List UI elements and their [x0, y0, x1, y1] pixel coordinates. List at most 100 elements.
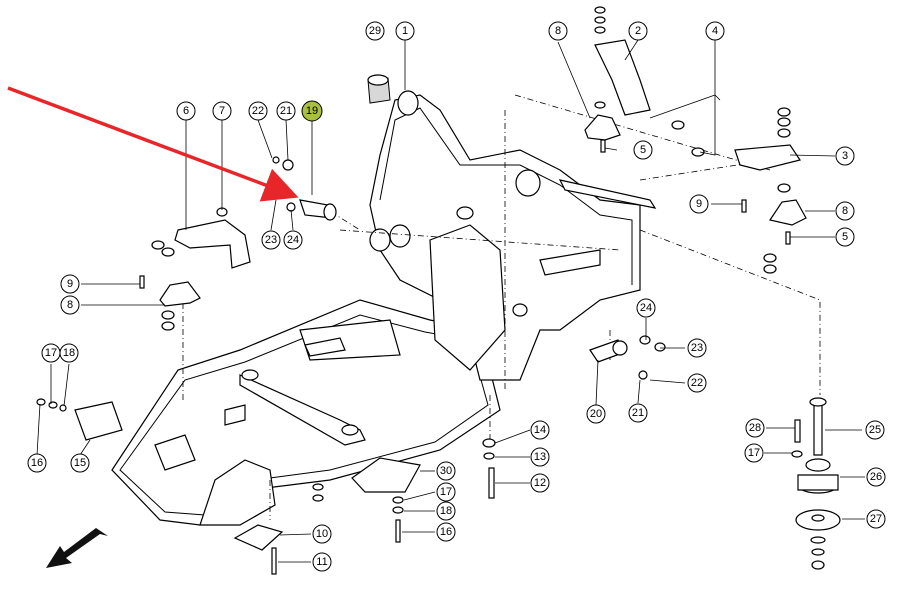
callout-16: 16: [27, 453, 47, 473]
callout-label: 29: [369, 25, 381, 37]
callout-24: 24: [283, 230, 303, 250]
direction-arrow-icon: [46, 528, 108, 568]
callout-label: 18: [440, 505, 452, 517]
callout-label: 28: [749, 422, 761, 434]
callout-circle: [866, 467, 886, 487]
callout-circle: [530, 447, 550, 467]
callout-label: 13: [534, 451, 546, 463]
callout-circle: [636, 298, 656, 318]
callout-29: 29: [365, 21, 385, 41]
callout-label: 9: [67, 278, 73, 290]
callout-circle: [59, 343, 79, 363]
callout-circle: [276, 101, 296, 121]
callout-23: 23: [261, 230, 281, 250]
callout-label: 26: [870, 471, 882, 483]
callout-circle: [27, 453, 47, 473]
callout-circle: [687, 373, 707, 393]
callout-5: 5: [633, 140, 653, 160]
callout-circle: [835, 146, 855, 166]
callout-circle: [312, 552, 332, 572]
callout-17: 17: [436, 482, 456, 502]
callout-circle: [365, 21, 385, 41]
callout-circle: [176, 101, 196, 121]
callout-label: 2: [635, 25, 641, 37]
callout-circle: [687, 338, 707, 358]
callout-circle: [530, 420, 550, 440]
callout-circle: [548, 21, 568, 41]
callout-label: 24: [640, 302, 652, 314]
callout-label: 30: [440, 465, 452, 477]
callout-circle: [312, 524, 332, 544]
callout-label: 27: [870, 513, 882, 525]
callout-3: 3: [835, 146, 855, 166]
callout-circle: [436, 461, 456, 481]
callout-circle: [261, 230, 281, 250]
callout-19: 19: [301, 100, 323, 122]
callout-14: 14: [530, 420, 550, 440]
callout-circle: [301, 100, 323, 122]
callout-5: 5: [835, 227, 855, 247]
callout-label: 3: [842, 150, 848, 162]
callout-circle: [633, 140, 653, 160]
callout-label: 16: [31, 457, 43, 469]
callout-label: 20: [590, 408, 602, 420]
callout-10: 10: [312, 524, 332, 544]
callout-13: 13: [530, 447, 550, 467]
callout-label: 5: [842, 231, 848, 243]
callout-label: 23: [265, 234, 277, 246]
red-pointer-arrow: [7, 86, 299, 202]
callout-label: 6: [183, 105, 189, 117]
callout-label: 15: [74, 457, 86, 469]
callout-label: 18: [63, 347, 75, 359]
callout-15: 15: [70, 453, 90, 473]
leader-lines: [36, 39, 865, 563]
callout-9: 9: [689, 194, 709, 214]
callout-20: 20: [586, 404, 606, 424]
callout-label: 17: [45, 347, 57, 359]
callout-4: 4: [705, 21, 725, 41]
callout-label: 21: [632, 407, 644, 419]
callout-circle: [436, 501, 456, 521]
callout-label: 12: [534, 477, 546, 489]
callout-label: 21: [280, 105, 292, 117]
callout-17: 17: [41, 343, 61, 363]
callout-circle: [395, 21, 415, 41]
callout-30: 30: [436, 461, 456, 481]
callout-16: 16: [436, 522, 456, 542]
callout-circle: [436, 482, 456, 502]
callout-label: 17: [748, 447, 760, 459]
callout-2: 2: [628, 21, 648, 41]
callout-label: 25: [869, 424, 881, 436]
callout-25: 25: [865, 420, 885, 440]
callout-circle: [745, 418, 765, 438]
callout-label: 9: [696, 198, 702, 210]
callout-label: 22: [252, 105, 264, 117]
callout-label: 19: [306, 105, 318, 117]
callout-12: 12: [530, 473, 550, 493]
callout-label: 5: [640, 144, 646, 156]
callout-22: 22: [248, 101, 268, 121]
callout-circle: [60, 274, 80, 294]
callout-8: 8: [60, 295, 80, 315]
small-parts: [36, 6, 841, 575]
callout-8: 8: [548, 21, 568, 41]
callout-28: 28: [745, 418, 765, 438]
callout-circle: [628, 403, 648, 423]
callout-circle: [705, 21, 725, 41]
callout-circle: [744, 443, 764, 463]
callout-label: 23: [691, 342, 703, 354]
callout-circle: [530, 473, 550, 493]
callout-circle: [835, 201, 855, 221]
callout-24: 24: [636, 298, 656, 318]
callout-26: 26: [866, 467, 886, 487]
callout-circle: [60, 295, 80, 315]
callout-label: 1: [402, 25, 408, 37]
callout-label: 7: [219, 105, 225, 117]
callout-circle: [436, 522, 456, 542]
callout-circle: [835, 227, 855, 247]
callout-label: 22: [691, 377, 703, 389]
callout-circle: [866, 509, 886, 529]
callout-label: 8: [67, 299, 73, 311]
